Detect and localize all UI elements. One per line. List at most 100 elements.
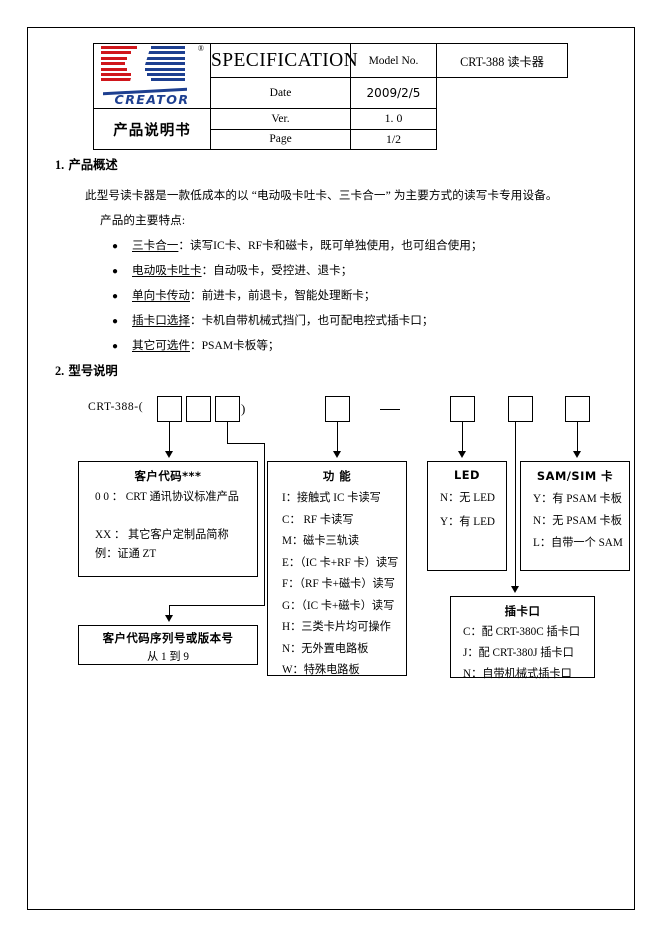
feature-bullet-1: ● 三卡合一：读写IC卡、RF卡和磁卡，既可单独使用，也可组合使用； [112, 237, 482, 253]
customer-code-line-1: 0 0 ： CRT 通讯协议标准产品 [95, 491, 239, 503]
registered-trademark-icon: ® [197, 44, 204, 53]
sam-sim-line-3: L：自带一个 SAM [533, 537, 623, 549]
model-dash-separator [380, 409, 400, 411]
features-label: 产品的主要特点: [100, 214, 186, 227]
card-slot-line-1: C：配 CRT-380C 插卡口 [463, 626, 581, 638]
model-paren-close: ) [241, 401, 246, 416]
logo-d-shape [145, 46, 185, 84]
header-value-page: 1/2 [350, 128, 437, 150]
feature-desc-2: ：自动吸卡，受控进、退卡； [201, 264, 353, 277]
function-line-4: E：（IC 卡+RF 卡）读写 [282, 556, 399, 569]
connector-slot3-line-b [227, 443, 265, 445]
section-1-title: 产品概述 [68, 158, 118, 172]
section-1-intro: 此型号读卡器是一款低成本的以 “电动吸卡吐卡、三卡合一” 为主要方式的读写卡专用… [85, 189, 558, 202]
spec-subtitle: 产品说明书 [113, 122, 191, 139]
feature-term-4: 插卡口选择 [132, 314, 190, 327]
feature-desc-5: ：PSAM卡板等； [189, 339, 280, 352]
header-key-ver: Ver. [210, 108, 351, 130]
led-box: LED N：无 LED Y：有 LED [427, 461, 507, 571]
card-slot-line-3: N：自带机械式插卡口 [463, 668, 572, 680]
sam-sim-line-1: Y：有 PSAM 卡板 [533, 493, 622, 505]
bullet-dot-icon: ● [112, 341, 119, 352]
model-slot-2 [186, 396, 211, 422]
company-logo-cell: ® CREATOR [93, 43, 211, 109]
customer-code-line-2: XX ： 其它客户定制品简称 [95, 529, 229, 541]
connector-slot5-arrow [458, 451, 466, 458]
connector-slot6-line [515, 422, 517, 587]
bullet-dot-icon: ● [112, 241, 119, 252]
led-line-2: Y：有 LED [440, 516, 495, 528]
function-line-1: I：接触式 IC 卡读写 [282, 492, 381, 504]
header-key-model: Model No. [350, 42, 437, 79]
section-2-number: 2. [55, 364, 65, 378]
bullet-dot-icon: ● [112, 291, 119, 302]
connector-slot3-arrow [165, 615, 173, 622]
section-1-heading: 1. 产品概述 [55, 155, 118, 173]
bullet-dot-icon: ● [112, 316, 119, 327]
customer-code-box: 客户代码*** 0 0 ： CRT 通讯协议标准产品 XX ： 其它客户定制品简… [78, 461, 258, 577]
spec-title-cell: SPECIFICATION [210, 42, 359, 79]
feature-term-1: 三卡合一 [132, 239, 179, 252]
feature-desc-1: ：读写IC卡、RF卡和磁卡，既可单独使用，也可组合使用； [178, 239, 483, 252]
model-slot-6 [508, 396, 533, 422]
spec-subtitle-cell: 产品说明书 [93, 108, 211, 150]
serial-number-subtitle: 从 1 到 9 [147, 651, 189, 663]
led-title: LED [454, 468, 480, 482]
logo-c-shape [101, 46, 141, 84]
function-box: 功 能 I：接触式 IC 卡读写 C： RF 卡读写 M：磁卡三轨读 E：（IC… [267, 461, 407, 676]
sam-sim-title: SAM/SIM 卡 [536, 469, 614, 483]
customer-code-title: 客户代码*** [134, 469, 202, 483]
connector-slot4-arrow [333, 451, 341, 458]
model-number-prefix: CRT-388-( [88, 400, 144, 413]
function-line-8: N：无外置电路板 [282, 642, 369, 655]
creator-logo: ® CREATOR [99, 44, 205, 108]
feature-desc-3: ：前进卡，前退卡，智能处理断卡； [189, 289, 376, 302]
customer-code-line-3: 例：证通 ZT [95, 548, 157, 560]
card-slot-box: 插卡口 C：配 CRT-380C 插卡口 J：配 CRT-380J 插卡口 N：… [450, 596, 595, 680]
function-line-7: H：三类卡片均可操作 [282, 621, 391, 633]
function-line-9: W：特殊电路板 [282, 664, 360, 676]
model-slot-3 [215, 396, 240, 422]
connector-slot3-line-c [264, 443, 266, 606]
model-slot-4 [325, 396, 350, 422]
header-key-date: Date [210, 77, 351, 109]
model-slot-7 [565, 396, 590, 422]
page-border [27, 27, 635, 910]
function-line-3: M：磁卡三轨读 [282, 535, 360, 547]
bullet-dot-icon: ● [112, 266, 119, 277]
section-2-heading: 2. 型号说明 [55, 361, 118, 379]
serial-number-box: 客户代码序列号或版本号 从 1 到 9 [78, 625, 258, 665]
header-key-page: Page [210, 128, 351, 150]
feature-term-2: 电动吸卡吐卡 [132, 264, 202, 277]
logo-wordmark: CREATOR [114, 92, 190, 107]
header-value-ver: 1. 0 [350, 108, 437, 130]
feature-bullet-4: ● 插卡口选择：卡机自带机械式挡门，也可配电控式插卡口； [112, 312, 433, 328]
header-value-model: CRT-388 读卡器 [436, 42, 568, 79]
model-slot-5 [450, 396, 475, 422]
function-line-5: F：（RF 卡+磁卡）读写 [282, 578, 395, 590]
connector-slot6-arrow [511, 586, 519, 593]
connector-slot7-arrow [573, 451, 581, 458]
sam-sim-line-2: N：无 PSAM 卡板 [533, 515, 622, 527]
feature-term-3: 单向卡传动 [132, 289, 190, 302]
header-value-date: 2009/2/5 [350, 77, 437, 109]
section-1-number: 1. [55, 158, 65, 172]
function-line-6: G：（IC 卡+磁卡）读写 [282, 599, 395, 612]
card-slot-line-2: J：配 CRT-380J 插卡口 [463, 647, 574, 659]
connector-slot1-line [169, 422, 171, 452]
connector-slot7-line [577, 422, 579, 452]
document-header-table: ® CREATOR SPECIFICATION Model No. CRT-38… [93, 42, 568, 150]
connector-slot3-line-d [169, 605, 265, 607]
function-title: 功 能 [322, 469, 352, 483]
feature-term-5: 其它可选件 [132, 339, 190, 352]
function-line-2: C： RF 卡读写 [282, 513, 354, 526]
led-line-1: N：无 LED [440, 492, 495, 504]
feature-bullet-5: ● 其它可选件：PSAM卡板等； [112, 337, 280, 353]
sam-sim-box: SAM/SIM 卡 Y：有 PSAM 卡板 N：无 PSAM 卡板 L：自带一个… [520, 461, 630, 571]
feature-bullet-3: ● 单向卡传动：前进卡，前退卡，智能处理断卡； [112, 287, 376, 303]
feature-bullet-2: ● 电动吸卡吐卡：自动吸卡，受控进、退卡； [112, 262, 352, 278]
connector-slot5-line [462, 422, 464, 452]
connector-slot4-line [337, 422, 339, 452]
spec-title: SPECIFICATION [211, 49, 359, 71]
feature-desc-4: ：卡机自带机械式挡门，也可配电控式插卡口； [189, 314, 434, 327]
